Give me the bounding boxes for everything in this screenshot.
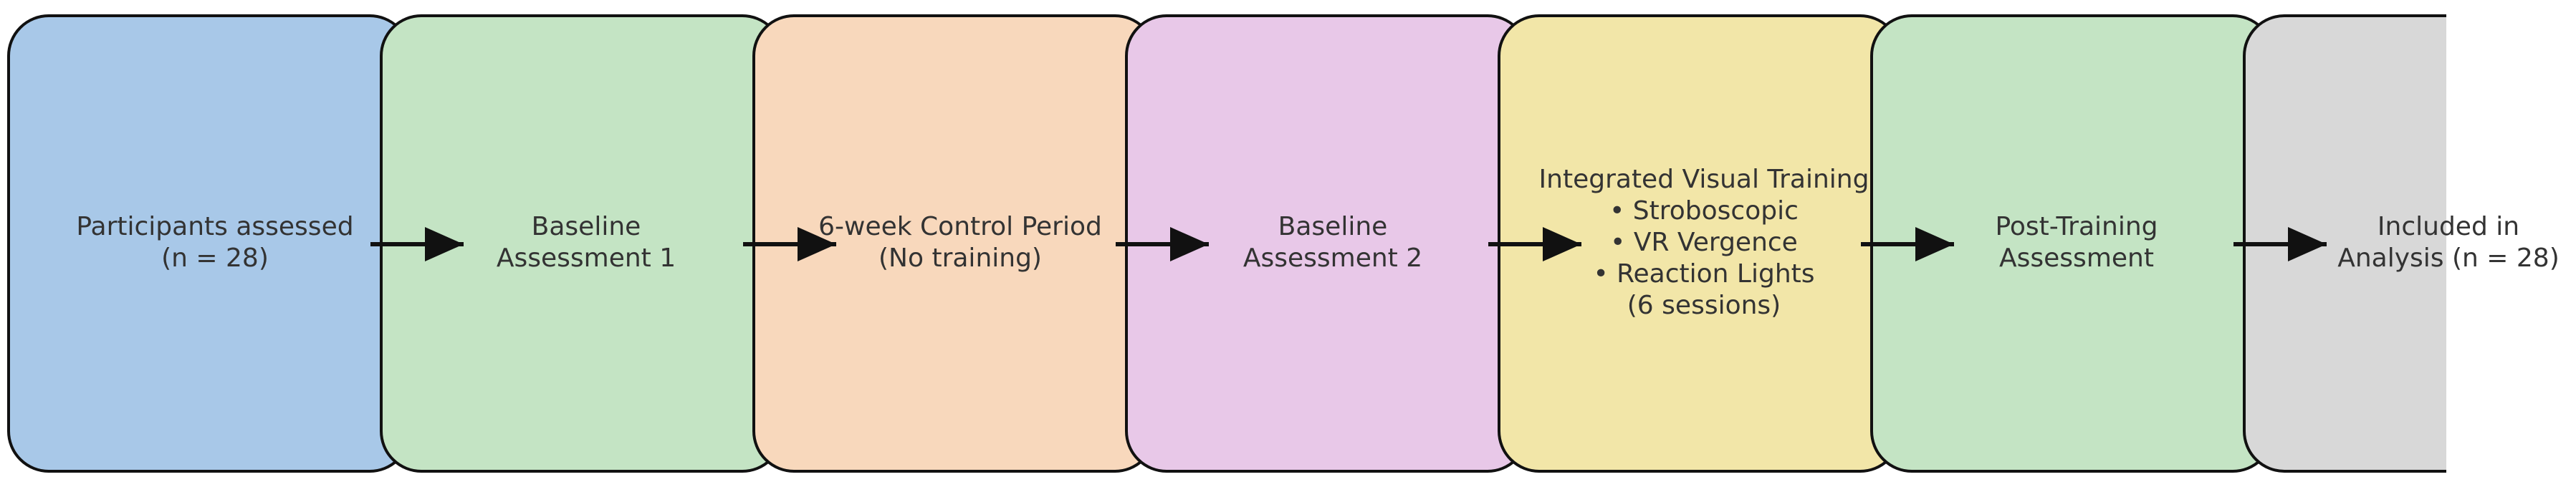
flow-box-label-line: Included in (2378, 212, 2519, 241)
flow-box-label-line: Baseline (1278, 212, 1388, 241)
flow-box-label-line: Assessment 2 (1243, 244, 1422, 273)
flow-box-label-line: • Reaction Lights (1593, 259, 1814, 289)
flow-box-label-line: (No training) (878, 244, 1042, 273)
flow-box-label-3: 6-week Control Period (No training) (818, 212, 1102, 273)
flow-box-label-line: • VR Vergence (1610, 228, 1798, 257)
flow-box-label-line: Integrated Visual Training (1539, 165, 1869, 194)
flow-box-label-line: (n = 28) (161, 244, 269, 273)
flow-box-label-line: • Stroboscopic (1609, 196, 1799, 226)
flow-box-label-1: Participants assessed (n = 28) (76, 212, 353, 273)
flow-box-label-line: Assessment (1999, 244, 2154, 273)
flow-box-label-line: (6 sessions) (1627, 291, 1781, 320)
flow-box-label-7: Included in Analysis (n = 28) (2337, 212, 2560, 273)
flow-box-label-line: Participants assessed (76, 212, 353, 241)
flow-box-label-line: Post-Training (1995, 212, 2158, 241)
flow-box-label-5: Integrated Visual Training• Stroboscopic… (1539, 165, 1869, 320)
flow-box-label-line: Analysis (n = 28) (2337, 244, 2560, 273)
flow-box-label-line: Assessment 1 (497, 244, 676, 273)
flow-box-label-line: Baseline (532, 212, 641, 241)
flow-box-label-line: 6-week Control Period (818, 212, 1102, 241)
